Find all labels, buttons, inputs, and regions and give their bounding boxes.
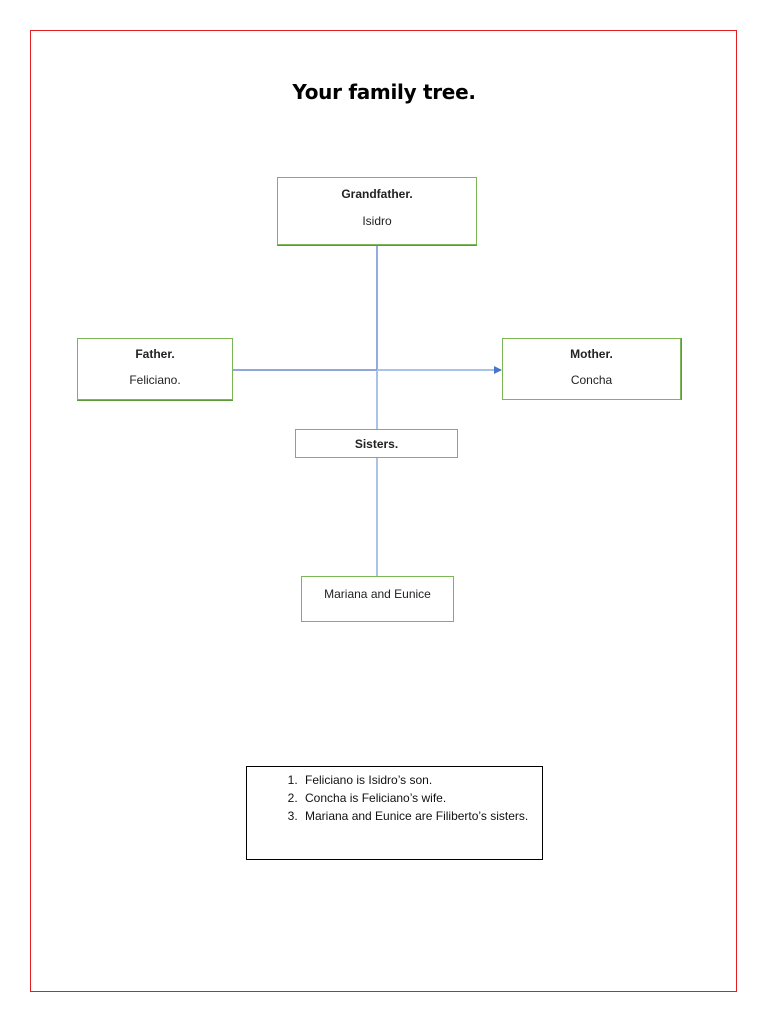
note-item: Feliciano is Isidro’s son. (301, 771, 542, 789)
node-father-label: Father. (135, 347, 175, 361)
node-mother: Mother. Concha (502, 338, 681, 400)
node-father: Father. Feliciano. (77, 338, 233, 400)
node-grandfather-label: Grandfather. (341, 187, 413, 201)
note-item: Mariana and Eunice are Filiberto’s siste… (301, 807, 542, 825)
node-mother-name: Concha (570, 373, 613, 387)
node-mother-label: Mother. (570, 347, 613, 361)
note-item: Concha is Feliciano’s wife. (301, 789, 542, 807)
node-children: Mariana and Eunice (301, 576, 454, 622)
page-frame (30, 30, 737, 992)
node-sisters: Sisters. (295, 429, 458, 458)
node-grandfather: Grandfather. Isidro (277, 177, 477, 245)
node-father-name: Feliciano. (129, 373, 181, 387)
node-sisters-label: Sisters. (354, 437, 399, 451)
page-title: Your family tree. (292, 80, 476, 104)
notes-list: Feliciano is Isidro’s son. Concha is Fel… (247, 771, 542, 825)
node-grandfather-name: Isidro (362, 214, 392, 228)
notes-box: Feliciano is Isidro’s son. Concha is Fel… (246, 766, 543, 860)
node-children-name: Mariana and Eunice (324, 587, 431, 601)
